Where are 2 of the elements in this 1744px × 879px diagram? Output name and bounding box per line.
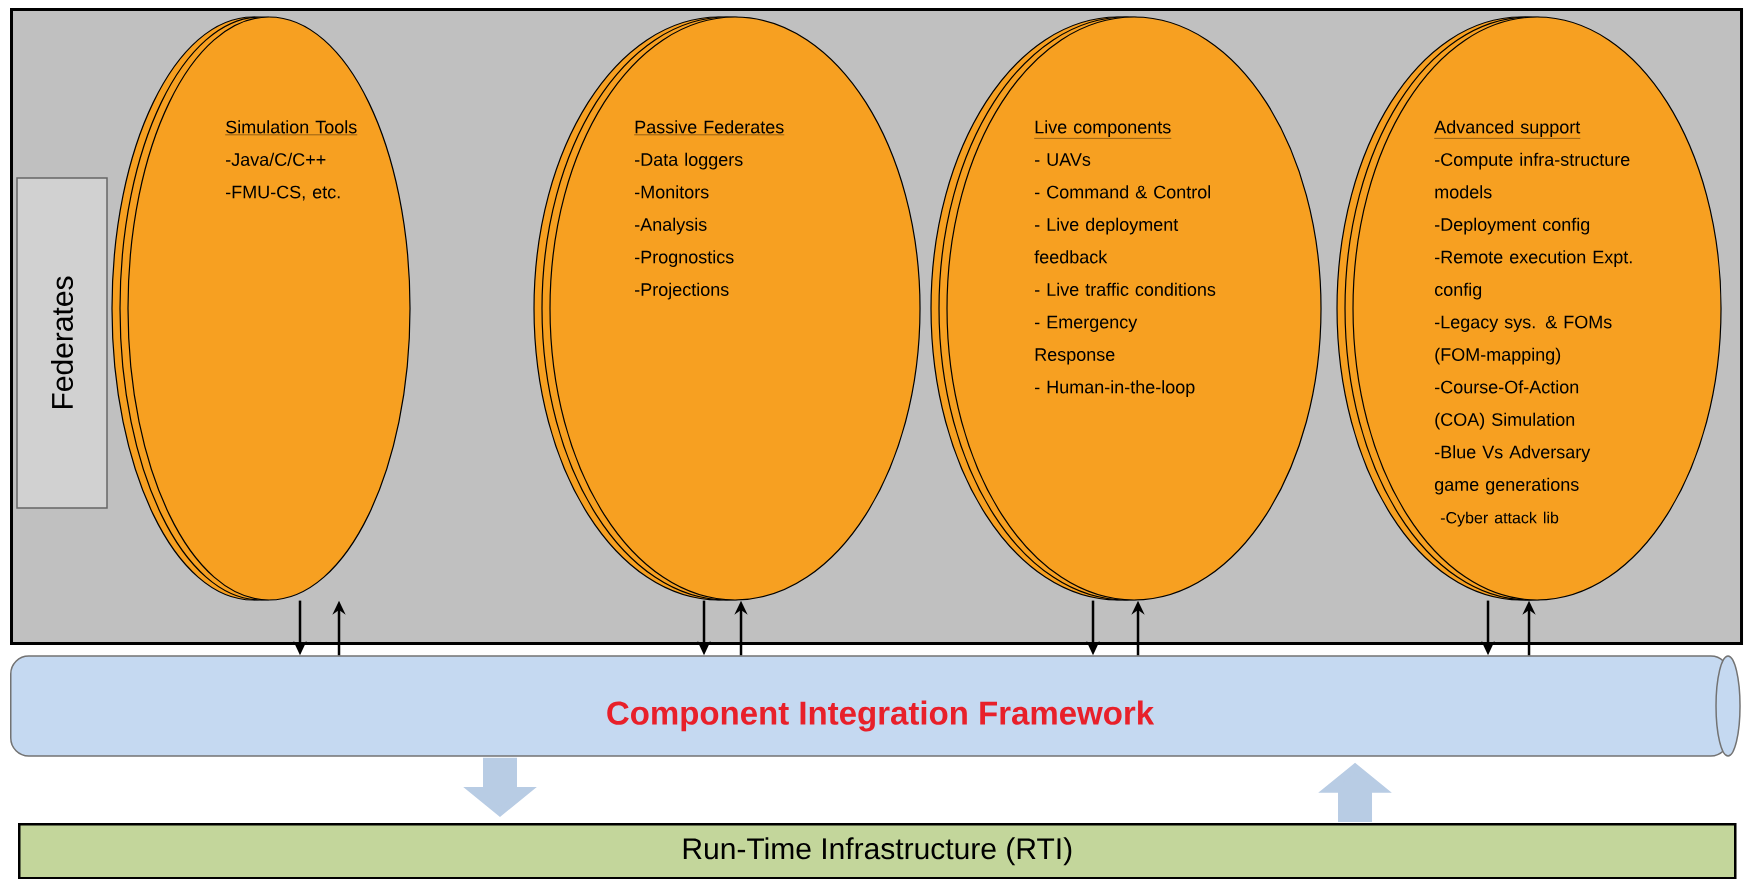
label-box: Federates bbox=[16, 177, 108, 509]
layer-box: Run-Time Infrastructure (RTI) bbox=[18, 823, 1737, 879]
